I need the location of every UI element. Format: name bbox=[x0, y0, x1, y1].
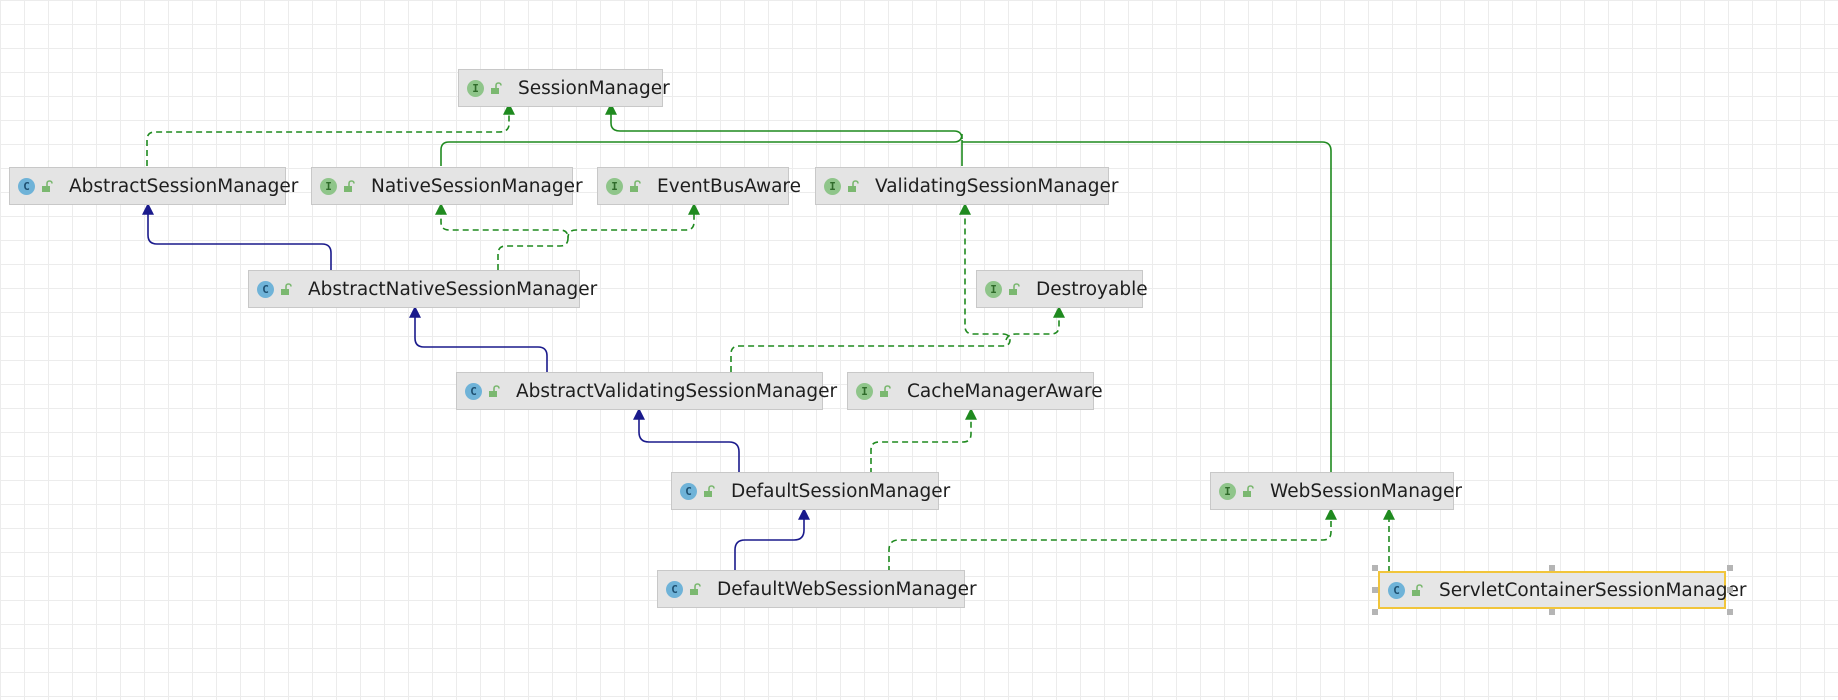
node-label: DefaultWebSessionManager bbox=[717, 578, 977, 600]
class-icon: C bbox=[1388, 581, 1405, 599]
node-label: DefaultSessionManager bbox=[731, 480, 951, 502]
public-lock-icon bbox=[279, 282, 292, 296]
interface-icon: I bbox=[824, 177, 841, 195]
node-validating-session-manager[interactable]: I ValidatingSessionManager bbox=[815, 167, 1118, 205]
resize-handle[interactable] bbox=[1549, 565, 1555, 571]
node-label: ValidatingSessionManager bbox=[875, 175, 1119, 197]
edge-abstract-native-session-manager-to-native-session-manager bbox=[435, 202, 569, 270]
node-event-bus-aware[interactable]: I EventBusAware bbox=[597, 167, 801, 205]
class-icon: C bbox=[666, 580, 683, 598]
edge-default-session-manager-to-cache-manager-aware bbox=[870, 407, 977, 474]
interface-icon: I bbox=[985, 280, 1002, 298]
node-label: CacheManagerAware bbox=[907, 380, 1103, 402]
node-label: NativeSessionManager bbox=[371, 175, 583, 197]
edge-abstract-validating-session-manager-to-abstract-native-session-manager bbox=[409, 305, 548, 372]
node-label: SessionManager bbox=[518, 77, 670, 99]
node-abstract-validating-session-manager[interactable]: C AbstractValidatingSessionManager bbox=[456, 372, 837, 410]
class-icon: C bbox=[257, 280, 274, 298]
node-native-session-manager[interactable]: I NativeSessionManager bbox=[311, 167, 583, 205]
public-lock-icon bbox=[40, 179, 53, 193]
resize-handle[interactable] bbox=[1372, 565, 1378, 571]
public-lock-icon bbox=[487, 384, 500, 398]
public-lock-icon bbox=[702, 484, 715, 498]
public-lock-icon bbox=[1410, 583, 1423, 597]
public-lock-icon bbox=[489, 81, 502, 95]
resize-handle[interactable] bbox=[1727, 565, 1733, 571]
interface-icon: I bbox=[467, 79, 484, 97]
edge-web-session-manager-to-session-manager bbox=[962, 141, 1332, 474]
resize-handle[interactable] bbox=[1372, 587, 1378, 593]
public-lock-icon bbox=[846, 179, 859, 193]
edge-native-session-manager-to-session-manager bbox=[440, 102, 963, 166]
node-label: AbstractSessionManager bbox=[69, 175, 299, 197]
public-lock-icon bbox=[628, 179, 641, 193]
edge-abstract-native-session-manager-to-abstract-session-manager bbox=[142, 202, 332, 270]
node-session-manager[interactable]: I SessionManager bbox=[458, 69, 670, 107]
class-icon: C bbox=[680, 482, 697, 500]
resize-handle[interactable] bbox=[1727, 609, 1733, 615]
node-abstract-session-manager[interactable]: C AbstractSessionManager bbox=[9, 167, 298, 205]
edge-abstract-session-manager-to-session-manager bbox=[146, 102, 515, 166]
node-web-session-manager[interactable]: I WebSessionManager bbox=[1210, 472, 1462, 510]
resize-handle[interactable] bbox=[1372, 609, 1378, 615]
public-lock-icon bbox=[1241, 484, 1254, 498]
interface-icon: I bbox=[606, 177, 623, 195]
node-label: EventBusAware bbox=[657, 175, 802, 197]
class-icon: C bbox=[18, 177, 35, 195]
node-servlet-container-session-manager[interactable]: C ServletContainerSessionManager bbox=[1378, 571, 1747, 609]
node-default-session-manager[interactable]: C DefaultSessionManager bbox=[671, 472, 950, 510]
node-label: AbstractNativeSessionManager bbox=[308, 278, 598, 300]
edge-default-session-manager-to-abstract-validating-session-manager bbox=[633, 407, 740, 474]
public-lock-icon bbox=[342, 179, 355, 193]
public-lock-icon bbox=[1007, 282, 1020, 296]
public-lock-icon bbox=[878, 384, 891, 398]
node-abstract-native-session-manager[interactable]: C AbstractNativeSessionManager bbox=[248, 270, 597, 308]
node-default-web-session-manager[interactable]: C DefaultWebSessionManager bbox=[657, 570, 977, 608]
node-cache-manager-aware[interactable]: I CacheManagerAware bbox=[847, 372, 1103, 410]
edge-abstract-validating-session-manager-to-validating-session-manager bbox=[730, 202, 1011, 372]
edge-default-web-session-manager-to-web-session-manager bbox=[888, 507, 1337, 572]
edge-abstract-native-session-manager-to-event-bus-aware bbox=[567, 202, 700, 239]
node-destroyable[interactable]: I Destroyable bbox=[976, 270, 1148, 308]
class-icon: C bbox=[465, 382, 482, 400]
edge-abstract-validating-session-manager-to-destroyable bbox=[1005, 305, 1065, 341]
public-lock-icon bbox=[688, 582, 701, 596]
edge-default-web-session-manager-to-default-session-manager bbox=[734, 507, 810, 572]
interface-icon: I bbox=[856, 382, 873, 400]
node-label: AbstractValidatingSessionManager bbox=[516, 380, 838, 402]
node-label: ServletContainerSessionManager bbox=[1439, 579, 1747, 601]
node-label: WebSessionManager bbox=[1270, 480, 1463, 502]
node-label: Destroyable bbox=[1036, 278, 1148, 300]
resize-handle[interactable] bbox=[1727, 587, 1733, 593]
resize-handle[interactable] bbox=[1549, 609, 1555, 615]
interface-icon: I bbox=[320, 177, 337, 195]
interface-icon: I bbox=[1219, 482, 1236, 500]
